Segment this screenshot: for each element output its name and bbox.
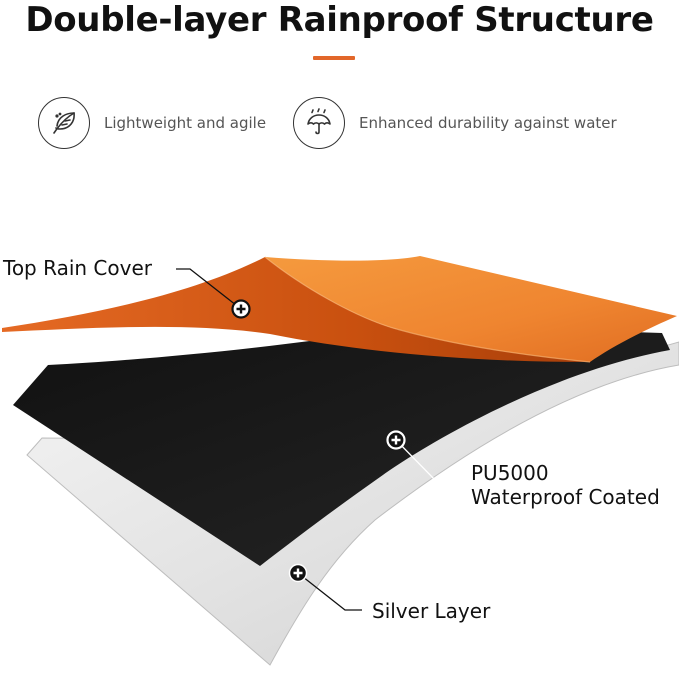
top-cover-underside (2, 257, 590, 362)
label-line: Silver Layer (372, 599, 491, 623)
feature-label: Enhanced durability against water (359, 114, 617, 132)
leader-line-pu (395, 439, 462, 481)
feature-durability: Enhanced durability against water (293, 96, 617, 150)
feature-label: Lightweight and agile (104, 114, 267, 132)
page-title: Double-layer Rainproof Structure (25, 0, 654, 40)
feather-icon (38, 97, 90, 149)
label-line: Waterproof Coated (471, 485, 660, 509)
label-line: PU5000 (471, 461, 549, 485)
label-line: Top Rain Cover (3, 256, 152, 280)
plus-marker-silver (288, 563, 308, 583)
layer-illustration (2, 256, 679, 666)
label-silver-layer: Silver Layer (372, 599, 490, 623)
title-accent-rule (313, 56, 355, 60)
top-cover-fold-highlight (264, 256, 591, 363)
leader-line-top (176, 268, 242, 310)
top-cover-surface (265, 256, 677, 362)
label-top-rain-cover: Top Rain Cover (3, 256, 152, 280)
leader-line-silver (297, 572, 362, 611)
black-layer (13, 325, 670, 566)
label-pu5000: PU5000 Waterproof Coated (471, 461, 660, 509)
feature-lightweight: Lightweight and agile (38, 96, 266, 150)
plus-marker-pu (386, 430, 406, 450)
umbrella-rain-icon (293, 97, 345, 149)
plus-marker-top (231, 299, 251, 319)
